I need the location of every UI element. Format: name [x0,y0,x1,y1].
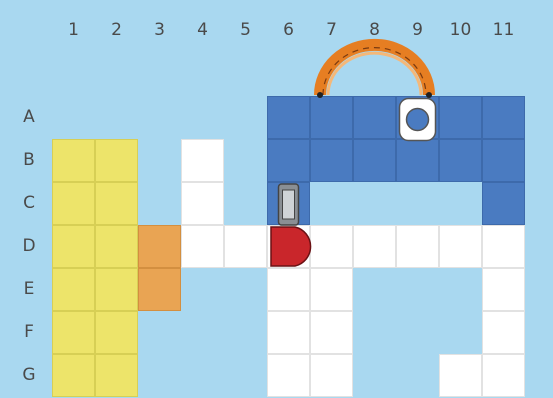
tile-D6[interactable] [267,225,310,268]
column-label-3: 3 [138,20,181,40]
row-label-D: D [14,236,44,256]
tile-C6[interactable] [267,182,310,225]
column-label-4: 4 [181,20,224,40]
row-label-A: A [14,107,44,127]
tile-A11[interactable] [482,96,525,139]
tile-E3[interactable] [138,268,181,311]
column-label-7: 7 [310,20,353,40]
tile-E11[interactable] [482,268,525,311]
tile-D10[interactable] [439,225,482,268]
tile-G6[interactable] [267,354,310,397]
column-label-1: 1 [52,20,95,40]
tile-B2[interactable] [95,139,138,182]
tile-A7[interactable] [310,96,353,139]
tile-G7[interactable] [310,354,353,397]
tile-F1[interactable] [52,311,95,354]
tile-C2[interactable] [95,182,138,225]
column-label-2: 2 [95,20,138,40]
tile-B4[interactable] [181,139,224,182]
tile-C1[interactable] [52,182,95,225]
row-label-C: C [14,193,44,213]
tile-F11[interactable] [482,311,525,354]
tile-D8[interactable] [353,225,396,268]
tile-D2[interactable] [95,225,138,268]
column-label-8: 8 [353,20,396,40]
tile-D5[interactable] [224,225,267,268]
column-label-6: 6 [267,20,310,40]
tile-E2[interactable] [95,268,138,311]
row-label-E: E [14,279,44,299]
tile-A8[interactable] [353,96,396,139]
tile-D4[interactable] [181,225,224,268]
tile-B9[interactable] [396,139,439,182]
tile-B11[interactable] [482,139,525,182]
tile-A9[interactable] [396,96,439,139]
tile-F2[interactable] [95,311,138,354]
tile-D3[interactable] [138,225,181,268]
tile-G11[interactable] [482,354,525,397]
tile-D11[interactable] [482,225,525,268]
row-label-B: B [14,150,44,170]
arc-bridge[interactable] [320,45,429,95]
tile-A10[interactable] [439,96,482,139]
tile-B7[interactable] [310,139,353,182]
tile-D7[interactable] [310,225,353,268]
column-label-9: 9 [396,20,439,40]
tile-G1[interactable] [52,354,95,397]
tile-F6[interactable] [267,311,310,354]
tile-C11[interactable] [482,182,525,225]
column-label-5: 5 [224,20,267,40]
tile-E7[interactable] [310,268,353,311]
tile-G2[interactable] [95,354,138,397]
tile-D9[interactable] [396,225,439,268]
row-label-G: G [14,365,44,385]
row-label-F: F [14,322,44,342]
tile-B1[interactable] [52,139,95,182]
tile-A6[interactable] [267,96,310,139]
column-label-10: 10 [439,20,482,40]
tile-D1[interactable] [52,225,95,268]
tile-E6[interactable] [267,268,310,311]
tile-F7[interactable] [310,311,353,354]
tile-C4[interactable] [181,182,224,225]
tile-G10[interactable] [439,354,482,397]
arc-bridge-highlight [328,53,421,95]
tile-B6[interactable] [267,139,310,182]
tile-B10[interactable] [439,139,482,182]
column-label-11: 11 [482,20,525,40]
tile-E1[interactable] [52,268,95,311]
tile-B8[interactable] [353,139,396,182]
arc-bridge-track [323,48,426,95]
